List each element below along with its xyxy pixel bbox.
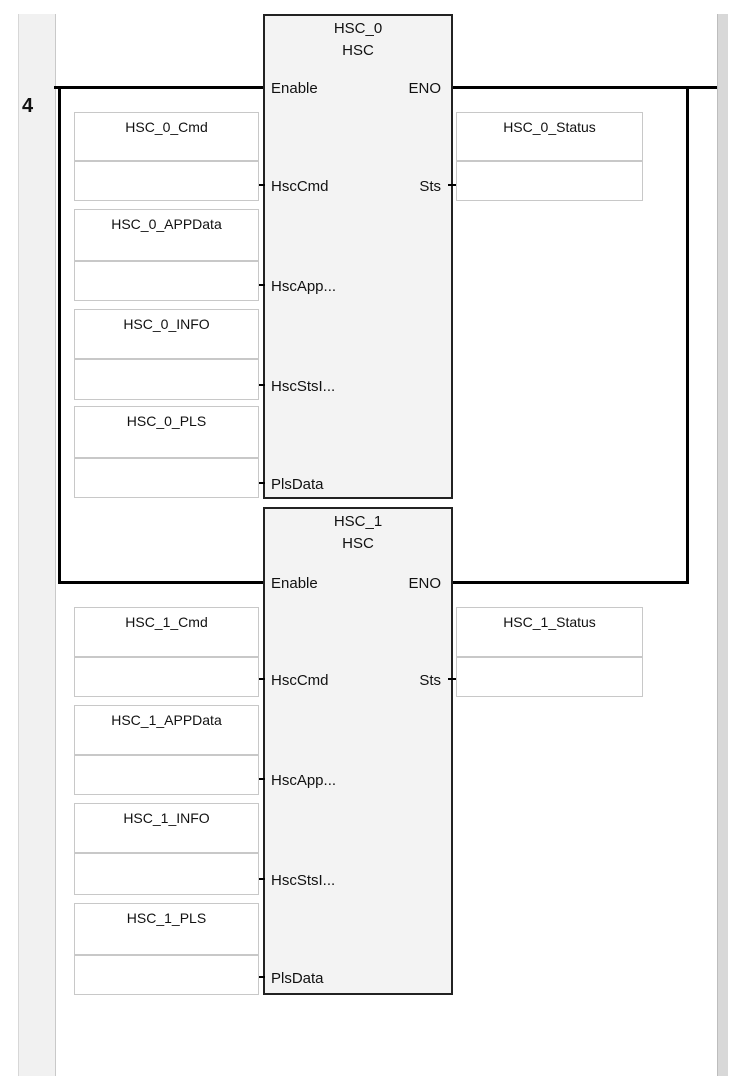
input-pls-tag[interactable]: HSC_0_PLS [74, 406, 259, 458]
wire-branch-right [686, 86, 689, 584]
pin-hscstsinfo: HscStsI... [271, 378, 336, 395]
stub-hscstsinfo-0 [255, 384, 265, 386]
block-instance-name: HSC_0 [333, 20, 383, 37]
input-info-tag[interactable]: HSC_1_INFO [74, 803, 259, 853]
stub-hsccmd-0 [255, 184, 265, 186]
pin-eno: ENO [408, 80, 441, 97]
stub-hsccmd-1 [255, 678, 265, 680]
input-info-value[interactable] [74, 853, 259, 895]
pin-enable: Enable [271, 80, 318, 97]
wire-branch-left [58, 86, 61, 584]
pin-plsdata: PlsData [271, 476, 324, 493]
stub-hscapp-0 [255, 284, 265, 286]
output-status-value[interactable] [456, 657, 643, 697]
stub-sts-0 [448, 184, 458, 186]
wire-eno-0 [451, 86, 717, 89]
pin-enable: Enable [271, 575, 318, 592]
input-info-value[interactable] [74, 359, 259, 400]
input-pls-value[interactable] [74, 955, 259, 995]
pin-sts: Sts [419, 672, 441, 689]
left-power-rail [18, 14, 56, 1076]
wire-eno-1 [451, 581, 689, 584]
input-cmd-tag[interactable]: HSC_0_Cmd [74, 112, 259, 161]
pin-eno: ENO [408, 575, 441, 592]
stub-hscapp-1 [255, 778, 265, 780]
input-app-tag[interactable]: HSC_0_APPData [74, 209, 259, 261]
block-instance-name: HSC_1 [333, 513, 383, 530]
pin-sts: Sts [419, 178, 441, 195]
pin-hscstsinfo: HscStsI... [271, 872, 336, 889]
pin-hscapp: HscApp... [271, 772, 337, 789]
pin-hsccmd: HscCmd [271, 672, 329, 689]
input-cmd-value[interactable] [74, 657, 259, 697]
input-cmd-tag[interactable]: HSC_1_Cmd [74, 607, 259, 657]
stub-plsdata-0 [255, 482, 265, 484]
pin-plsdata: PlsData [271, 970, 324, 987]
stub-hscstsinfo-1 [255, 878, 265, 880]
function-block-hsc-0[interactable]: HSC_0 HSC Enable ENO HscCmd Sts HscApp..… [263, 14, 453, 499]
output-status-tag[interactable]: HSC_0_Status [456, 112, 643, 161]
right-power-rail [717, 14, 728, 1076]
input-pls-value[interactable] [74, 458, 259, 498]
block-type-name: HSC [342, 535, 374, 552]
pin-hscapp: HscApp... [271, 278, 337, 295]
wire-enable-0 [54, 86, 265, 89]
pin-hsccmd: HscCmd [271, 178, 329, 195]
block-type-name: HSC [342, 42, 374, 59]
stub-plsdata-1 [255, 976, 265, 978]
output-status-tag[interactable]: HSC_1_Status [456, 607, 643, 657]
wire-enable-1 [58, 581, 265, 584]
output-status-value[interactable] [456, 161, 643, 201]
input-app-value[interactable] [74, 755, 259, 795]
input-cmd-value[interactable] [74, 161, 259, 201]
rung-number: 4 [22, 95, 34, 117]
input-pls-tag[interactable]: HSC_1_PLS [74, 903, 259, 955]
function-block-hsc-1[interactable]: HSC_1 HSC Enable ENO HscCmd Sts HscApp..… [263, 507, 453, 995]
stub-sts-1 [448, 678, 458, 680]
input-app-value[interactable] [74, 261, 259, 301]
input-info-tag[interactable]: HSC_0_INFO [74, 309, 259, 359]
input-app-tag[interactable]: HSC_1_APPData [74, 705, 259, 755]
